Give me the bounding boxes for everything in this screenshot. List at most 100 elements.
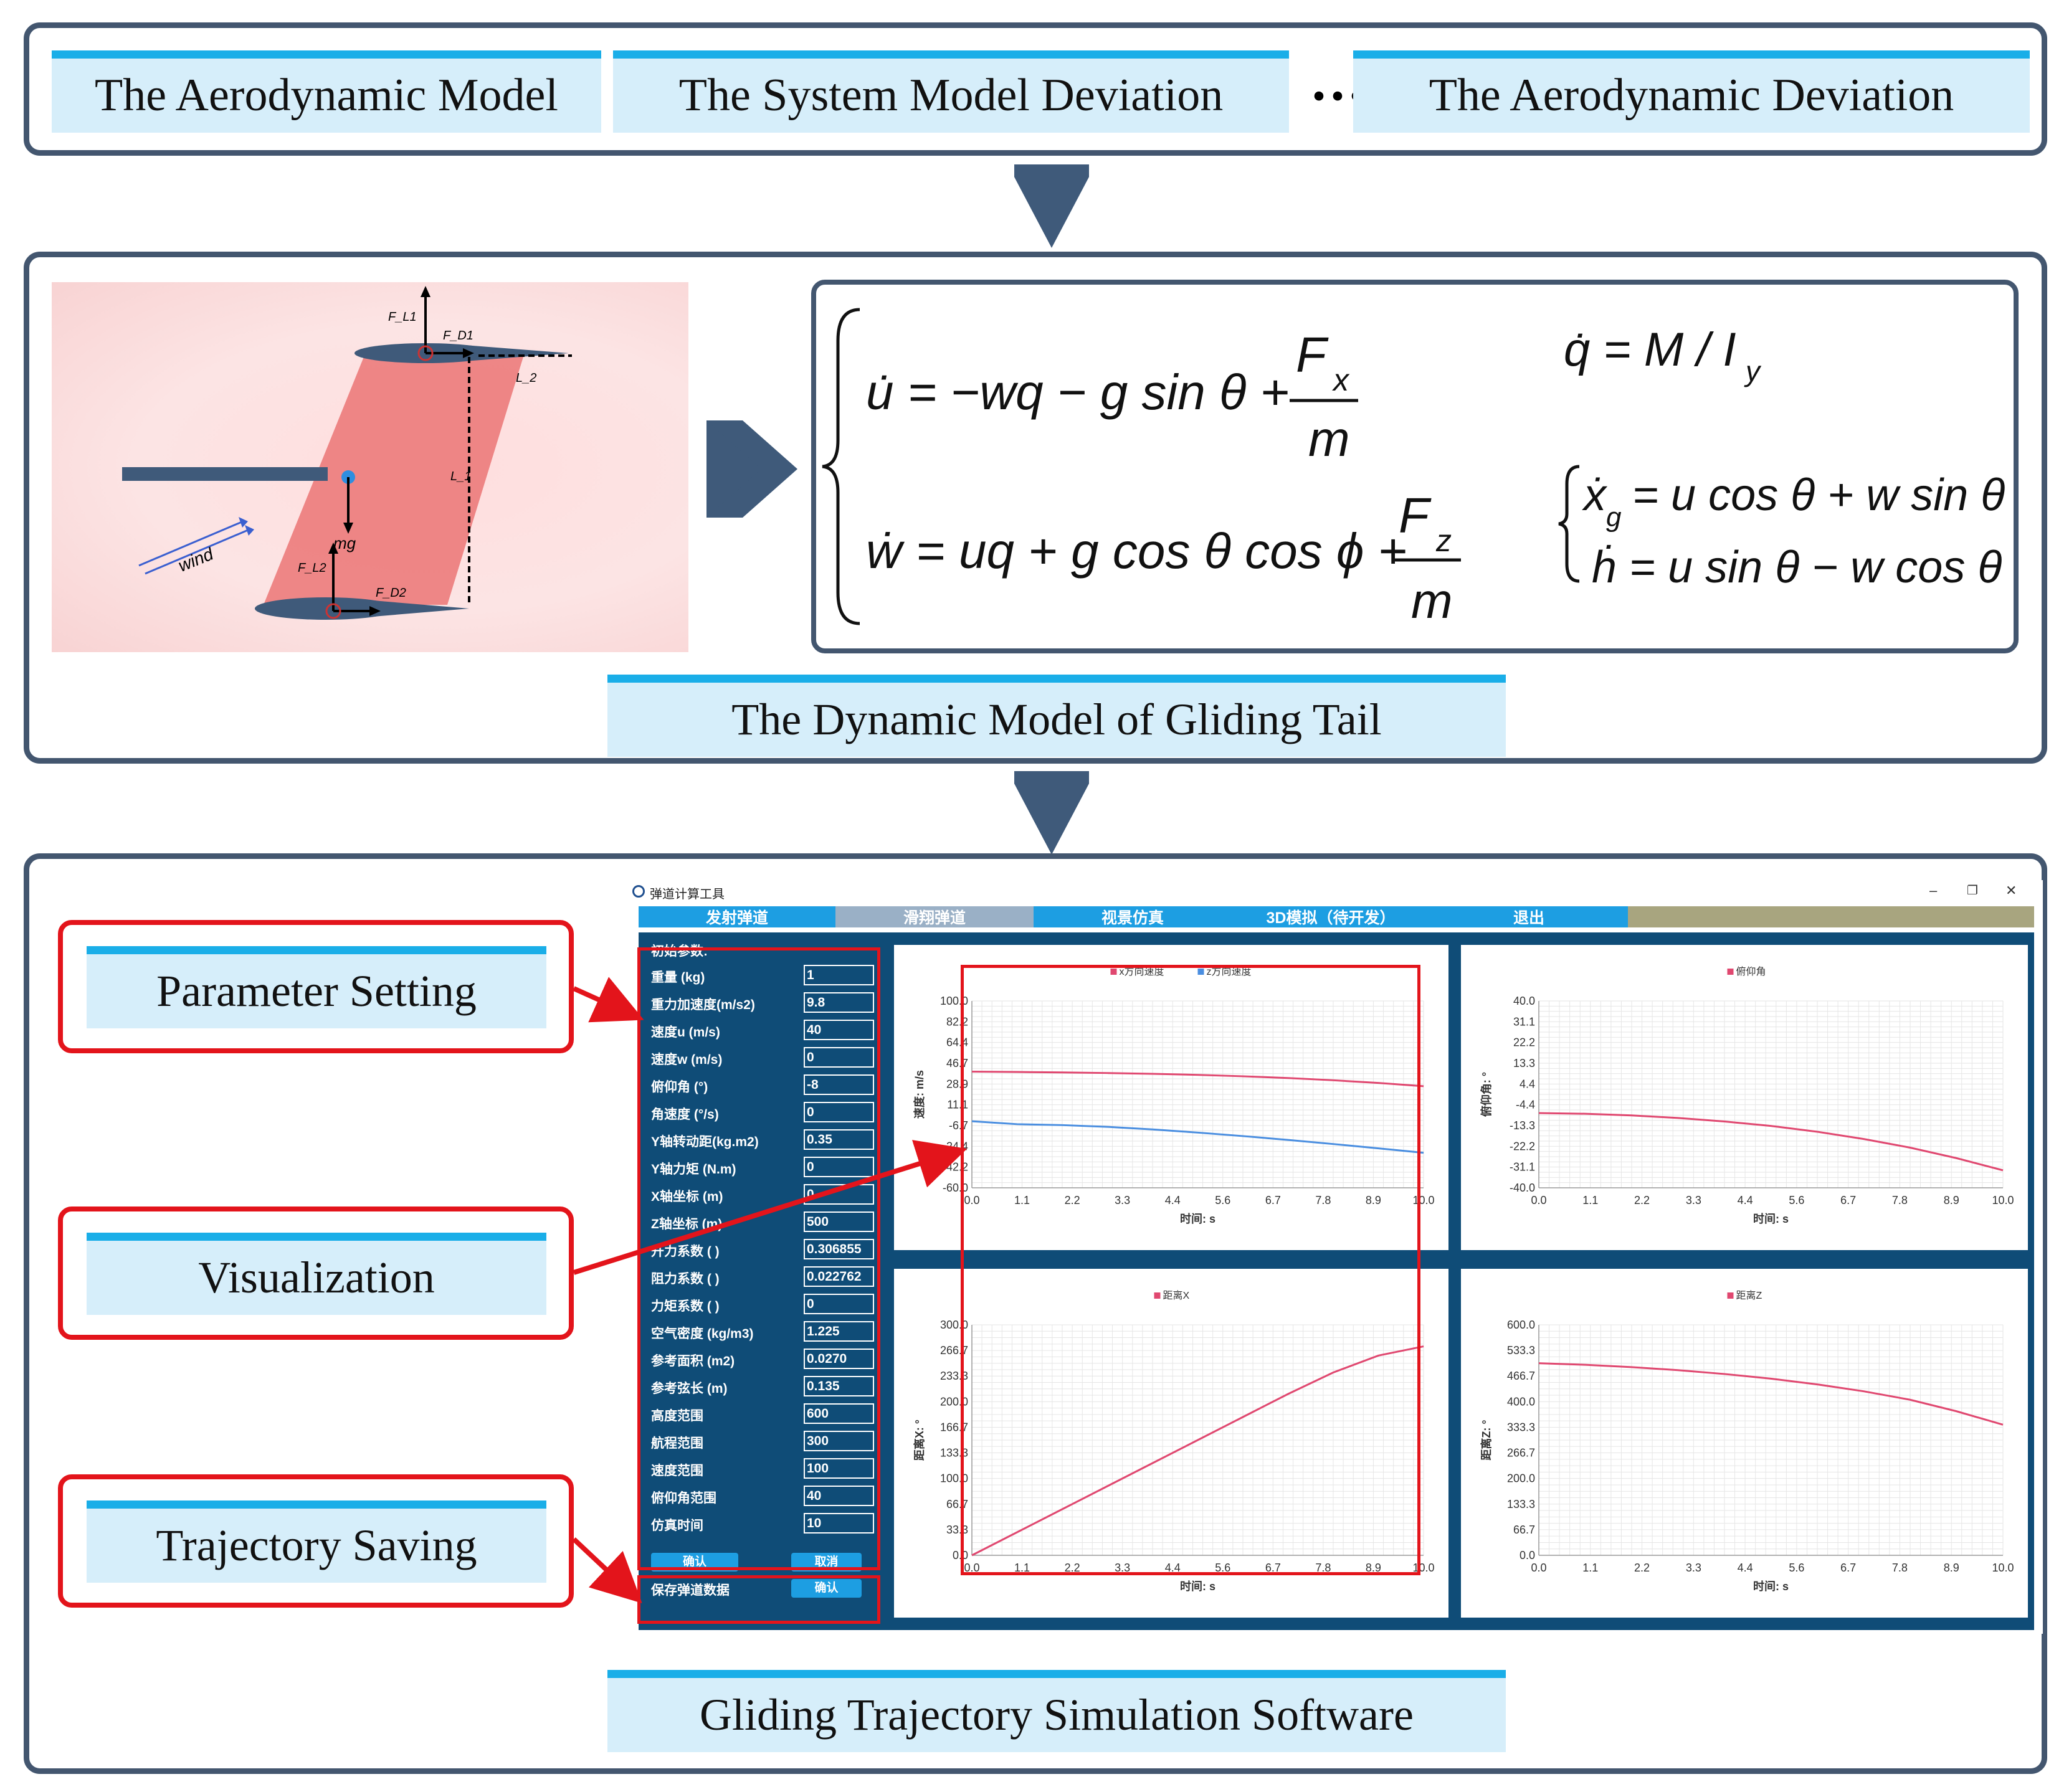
tab-exit[interactable]: 退出: [1430, 906, 1628, 927]
y-tick-label: -40.0: [1510, 1182, 1535, 1194]
param-input[interactable]: 0: [804, 1294, 874, 1314]
trajectory-saving-label: Trajectory Saving: [87, 1500, 546, 1583]
parameter-setting-label: Parameter Setting: [87, 946, 546, 1028]
param-input[interactable]: 0.022762: [804, 1266, 874, 1287]
param-label: 速度w (m/s): [651, 1053, 723, 1067]
series-line: [971, 1070, 1424, 1088]
svg-text:F: F: [1399, 488, 1432, 543]
svg-text:m: m: [1308, 411, 1350, 467]
svg-text:y: y: [1744, 355, 1762, 387]
y-tick-label: 133.3: [1507, 1498, 1535, 1510]
param-label: 俯仰角 (°): [651, 1080, 708, 1094]
x-tick-label: 0.0: [964, 1562, 979, 1574]
param-input[interactable]: 0: [804, 1102, 874, 1122]
x-tick-label: 4.4: [1738, 1194, 1753, 1207]
x-tick-label: 1.1: [1582, 1562, 1598, 1574]
down-arrow-icon: [1014, 164, 1089, 248]
y-axis-label: 距离X: °: [913, 1420, 926, 1461]
param-row: 参考面积 (m2)0.0270: [651, 1347, 875, 1372]
x-tick-label: 3.3: [1115, 1194, 1130, 1207]
param-row: Y轴力矩 (N.m)0: [651, 1155, 875, 1180]
x-tick-label: 2.2: [1634, 1562, 1650, 1574]
app-title: 弹道计算工具: [650, 888, 725, 901]
tab-scene-simulation[interactable]: 视景仿真: [1034, 906, 1232, 927]
svg-text:x: x: [1332, 363, 1350, 397]
y-tick-label: -13.3: [1510, 1119, 1535, 1132]
param-input[interactable]: 0.0270: [804, 1349, 874, 1369]
wind-label: wind: [176, 544, 217, 576]
param-row: 参考弦长 (m)0.135: [651, 1375, 875, 1400]
force-label-fl1: F_L1: [388, 310, 417, 324]
param-label: X轴坐标 (m): [651, 1190, 723, 1204]
y-tick-label: 13.3: [1513, 1057, 1535, 1069]
param-row: 速度w (m/s) 0: [651, 1046, 875, 1071]
x-tick-label: 4.4: [1165, 1194, 1181, 1207]
tab-launch-trajectory[interactable]: 发射弹道: [639, 906, 835, 927]
param-input[interactable]: 9.8: [804, 992, 874, 1013]
y-tick-label: 533.3: [1507, 1344, 1535, 1357]
save-confirm-button[interactable]: 确认: [791, 1579, 862, 1598]
param-input[interactable]: 40: [804, 1020, 874, 1040]
trajectory-saving-text: Trajectory Saving: [156, 1520, 477, 1570]
tab-gliding-trajectory[interactable]: 滑翔弹道: [835, 906, 1034, 927]
param-input[interactable]: 1: [804, 965, 874, 985]
software-caption-text: Gliding Trajectory Simulation Software: [700, 1690, 1414, 1740]
x-tick-label: 1.1: [1582, 1194, 1598, 1207]
param-input[interactable]: 600: [804, 1403, 874, 1424]
param-input[interactable]: 100: [804, 1458, 874, 1479]
param-input[interactable]: -8: [804, 1074, 874, 1095]
x-tick-label: 6.7: [1265, 1562, 1281, 1574]
x-axis-label: 时间: s: [1180, 1213, 1215, 1225]
param-label: 角速度 (°/s): [651, 1107, 719, 1122]
param-input[interactable]: 40: [804, 1486, 874, 1506]
param-label: 重量 (kg): [651, 970, 705, 985]
tab-3d-simulation[interactable]: 3D模拟（待开发）: [1232, 906, 1430, 927]
param-input[interactable]: 1.225: [804, 1321, 874, 1342]
visualization-callout: Visualization: [58, 1207, 574, 1340]
param-label: 阻力系数 ( ): [651, 1272, 720, 1286]
parameter-setting-callout: Parameter Setting: [58, 920, 574, 1053]
param-input[interactable]: 0: [804, 1047, 874, 1068]
param-row: 角速度 (°/s) 0: [651, 1101, 875, 1126]
series-line: [971, 1120, 1424, 1154]
system-model-deviation-label: The System Model Deviation: [613, 50, 1289, 133]
restore-button[interactable]: ❐: [1967, 884, 1978, 898]
dynamic-model-panel: wind mg F_L1 F_D1 L_2 L_1 F_L2 F_D2 u̇ =…: [24, 252, 2047, 764]
x-tick-label: 4.4: [1165, 1562, 1181, 1574]
svg-text:q̇ = M / I: q̇ = M / I: [1564, 323, 1736, 376]
svg-text:u̇ = −wq − g sin θ +: u̇ = −wq − g sin θ +: [866, 364, 1289, 420]
right-arrow-icon: [706, 420, 797, 518]
software-caption: Gliding Trajectory Simulation Software: [607, 1670, 1506, 1752]
param-input[interactable]: 0.135: [804, 1376, 874, 1396]
app-tabbar: 发射弹道 滑翔弹道 视景仿真 3D模拟（待开发） 退出: [639, 906, 2034, 927]
param-input[interactable]: 0: [804, 1157, 874, 1177]
svg-text:ẇ = uq + g cos θ cos ϕ +: ẇ = uq + g cos θ cos ϕ +: [866, 523, 1407, 579]
param-row: 阻力系数 ( ) 0.022762: [651, 1265, 875, 1290]
param-input[interactable]: 500: [804, 1211, 874, 1232]
x-tick-label: 0.0: [964, 1194, 979, 1207]
down-arrow-icon: [1014, 771, 1089, 855]
svg-text:g: g: [1606, 502, 1622, 533]
close-button[interactable]: ✕: [2005, 883, 2017, 898]
y-tick-label: 0.0: [1520, 1549, 1535, 1562]
param-row: 重力加速度(m/s2)9.8: [651, 991, 875, 1016]
param-label: 空气密度 (kg/m3): [651, 1327, 754, 1341]
legend-swatch: [1727, 1292, 1734, 1299]
series-line: [971, 1345, 1424, 1557]
x-tick-label: 7.8: [1892, 1562, 1908, 1574]
param-input[interactable]: 0.35: [804, 1129, 874, 1150]
param-input[interactable]: 10: [804, 1513, 874, 1534]
y-tick-label: -31.1: [1510, 1161, 1535, 1173]
x-axis-label: 时间: s: [1180, 1580, 1215, 1593]
param-input[interactable]: 300: [804, 1431, 874, 1451]
svg-text:m: m: [1411, 573, 1453, 628]
minimize-button[interactable]: –: [1929, 883, 1938, 898]
param-input[interactable]: 0.306855: [804, 1239, 874, 1259]
x-axis-label: 时间: s: [1753, 1213, 1789, 1225]
